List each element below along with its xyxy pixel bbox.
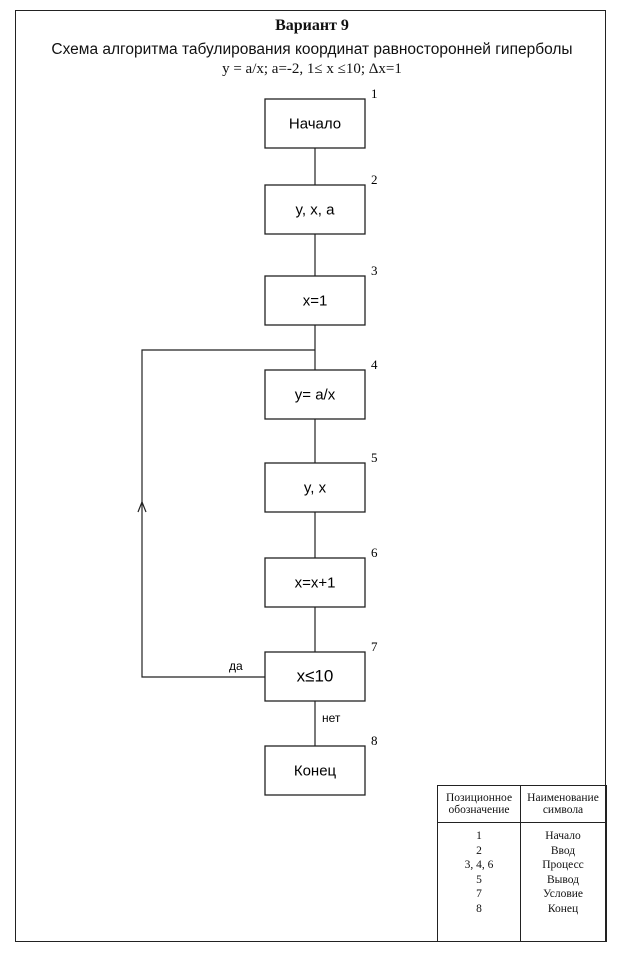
page-frame [15, 10, 606, 942]
loop-back-line [141, 349, 315, 678]
block-3-number: 3 [371, 263, 378, 278]
block-1-box [264, 98, 366, 149]
block-5-label: y, x [304, 480, 327, 497]
legend-row-name: Условие [542, 888, 584, 900]
legend-row-name: Конец [547, 902, 579, 915]
legend-row: 1 Начало [438, 830, 606, 845]
legend-row: 8 Конец [438, 903, 606, 918]
block-7-label: x≤10 [297, 667, 334, 686]
formula-line: y = a/x; a=-2, 1≤ x ≤10; Δx=1 [222, 61, 402, 77]
block-6-number: 6 [371, 545, 378, 560]
block-4-label: y= a/x [295, 387, 336, 404]
diagram-subtitle: Схема алгоритма табулирования координат … [51, 41, 573, 58]
loop-arrow-head [137, 500, 147, 513]
legend-rows: 1 Начало 2 Ввод 3, 4, 6 Процесс 5 Вывод 7 Условие… [438, 830, 606, 917]
block-3-label: x=1 [303, 293, 328, 310]
block-6-box [264, 557, 366, 608]
legend-header-name: Наименование символа [520, 786, 606, 823]
legend-row-position: 8 [476, 902, 482, 915]
legend-row-position: 3, 4, 6 [464, 859, 494, 871]
block-8-box [264, 745, 366, 796]
block-8-label: Конец [294, 763, 337, 780]
block-8-number: 8 [371, 733, 378, 748]
block-4-number: 4 [371, 357, 378, 372]
block-4-box [264, 369, 366, 420]
legend-row-position: 2 [476, 844, 482, 857]
block-7-box [264, 651, 366, 702]
block-5-box [264, 462, 366, 513]
block-5-number: 5 [371, 450, 378, 465]
legend-row-name: Процесс [542, 859, 584, 871]
legend-row-name: Начало [545, 830, 581, 842]
block-2-label: y, x, a [296, 202, 336, 219]
block-2-box [264, 184, 366, 235]
block-2-number: 2 [371, 172, 378, 187]
legend-row: 7 Условие [438, 888, 606, 903]
block-1-label: Начало [289, 116, 341, 133]
legend-column-divider [520, 786, 521, 941]
block-7-number: 7 [371, 639, 378, 654]
legend-row: 5 Вывод [438, 874, 606, 889]
legend-row-name: Вывод [546, 873, 580, 886]
legend-row: 2 Ввод [438, 845, 606, 860]
block-6-label: x=x+1 [295, 575, 336, 592]
edge-label-no: нет [322, 711, 341, 725]
block-1-number: 1 [371, 86, 378, 101]
legend-row-position: 5 [476, 873, 482, 886]
legend-header-position: Позиционное обозначение [438, 786, 520, 823]
block-3-box [264, 275, 366, 326]
variant-title: Вариант 9 [275, 17, 349, 34]
legend-row-position: 1 [476, 830, 482, 842]
legend-table: Позиционное обозначение Наименование сим… [437, 785, 607, 942]
legend-row-position: 7 [476, 888, 482, 900]
legend-row: 3, 4, 6 Процесс [438, 859, 606, 874]
legend-row-name: Ввод [550, 844, 576, 857]
edge-label-yes: да [229, 659, 243, 673]
